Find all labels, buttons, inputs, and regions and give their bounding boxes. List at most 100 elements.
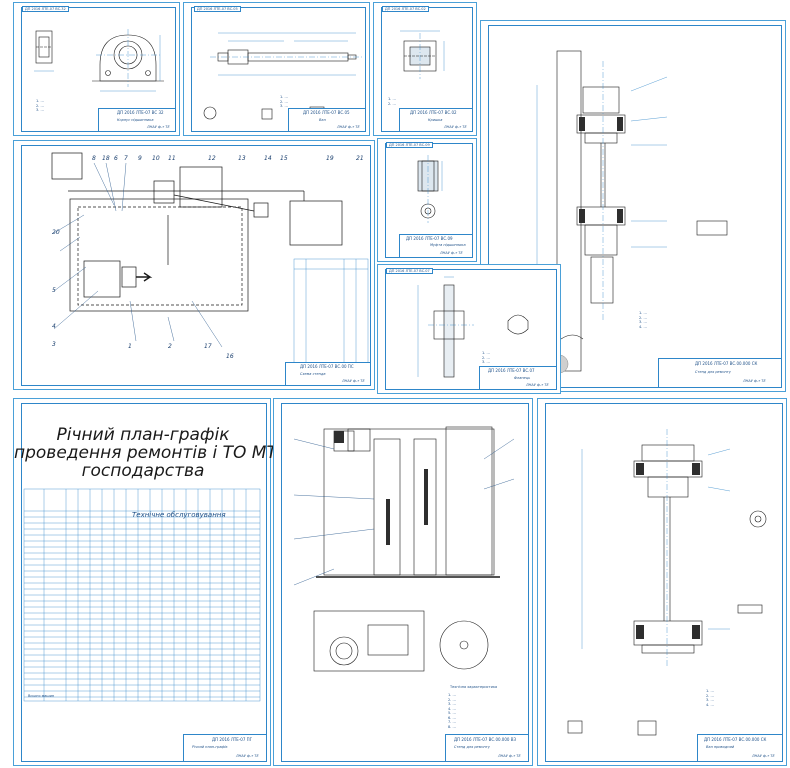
callout-number: 15 bbox=[280, 155, 288, 162]
callout-number: 9 bbox=[138, 155, 142, 162]
title-block-organization: ЛНАУ ф-т ТЕ bbox=[444, 125, 467, 129]
callout-number: 7 bbox=[124, 155, 128, 162]
technical-characteristics-title: Технічна характеристика bbox=[450, 685, 498, 689]
callout-number: 12 bbox=[208, 155, 216, 162]
title-block-organization: ЛНАУ ф-т ТЕ bbox=[440, 251, 463, 255]
callout-number: 11 bbox=[168, 155, 176, 162]
title-block-organization: ЛНАУ ф-т ТЕ bbox=[147, 125, 170, 129]
technical-characteristics: 1. ... 2. ... 3. ... 4. ... 5. ... 6. ..… bbox=[448, 693, 456, 729]
callout-number: 5 bbox=[52, 287, 56, 294]
callout-number: 13 bbox=[238, 155, 246, 162]
callout-number: 14 bbox=[264, 155, 272, 162]
callout-number: 2 bbox=[168, 343, 172, 350]
drawing-sheet-annual-schedule[interactable]: Річний план-графік проведення ремонтів і… bbox=[13, 398, 290, 766]
technical-notes: 1. ... 2. ... 3. ... bbox=[482, 351, 490, 364]
callout-number: 3 bbox=[52, 341, 56, 348]
technical-notes: 1. ... 2. ... bbox=[388, 97, 396, 106]
sheet-frame bbox=[488, 25, 782, 388]
callout-number: 20 bbox=[52, 229, 60, 236]
drive-shaft-drawing bbox=[567, 429, 767, 736]
schedule-title-line-3: господарства bbox=[81, 461, 205, 481]
stand-assembly-drawing bbox=[293, 426, 515, 672]
schedule-footer-row-label: Всього машин bbox=[28, 694, 55, 698]
drawing-sheet-drive-shaft[interactable]: 1. ... 2. ... 3. ... 4. ... ДП 2016 ЛТЕ-… bbox=[537, 398, 787, 766]
title-block-part-name: Муфта підшипника bbox=[430, 243, 466, 247]
callout-number: 6 bbox=[114, 155, 118, 162]
sheet-frame bbox=[21, 145, 371, 386]
title-block-doc-number: ДП 2016 ЛТЕ-07 ВС.09 bbox=[406, 236, 453, 241]
title-block-part-name: Фланець bbox=[514, 376, 531, 380]
title-block-part-name: Вал приводний bbox=[706, 745, 735, 749]
sheet-frame bbox=[545, 403, 783, 762]
cover-drawing bbox=[400, 30, 445, 79]
flange-drawing bbox=[417, 276, 529, 378]
sheet-frame bbox=[385, 269, 557, 390]
schedule-table-title: Технічне обслуговування bbox=[132, 511, 226, 519]
title-block-part-name: Схема стенда bbox=[300, 372, 326, 376]
callout-number: 8 bbox=[92, 155, 96, 162]
title-block-part-name: Вал bbox=[319, 118, 326, 122]
title-block-part-name: Стенд для ремонту bbox=[454, 745, 490, 749]
callout-number: 18 bbox=[102, 155, 110, 162]
title-block: ДП 2016 ЛТЕ-07 ВС.02 Кришка ЛНАУ ф-т ТЕ bbox=[399, 108, 473, 132]
title-block: ДП 2016 ЛТЕ-07 ВС.05 Вал ЛНАУ ф-т ТЕ bbox=[288, 108, 366, 132]
title-block-organization: ЛНАУ ф-т ТЕ bbox=[752, 754, 775, 758]
title-block-doc-number: ДП 2016 ЛТЕ-07 ВС.02 bbox=[410, 110, 457, 115]
technical-notes: 1. ... 2. ... 3. ... 4. ... bbox=[639, 311, 647, 329]
stand-schema-drawing bbox=[51, 152, 369, 376]
schedule-table-grid bbox=[23, 488, 261, 702]
drawing-sheet-stand-schema[interactable]: 8 18 6 7 9 10 11 12 13 14 15 19 21 20 5 … bbox=[13, 140, 375, 390]
title-block-doc-number: ДП 2016 ЛТЕ-07 ВС.07 bbox=[488, 368, 535, 373]
drawing-sheet-shaft[interactable]: ДП 2016 ЛТЕ-07 ВС.05 1. ... 2. ... 3. ..… bbox=[183, 2, 370, 136]
title-block-organization: ЛНАУ ф-т ТЕ bbox=[743, 379, 766, 383]
technical-notes: 1. ... 2. ... 3. ... bbox=[36, 99, 44, 112]
drawing-sheet-bearing-housing[interactable]: ДП 2016 ЛТЕ-07 ВС.32 1. ... 2. ... 3. ..… bbox=[13, 2, 180, 136]
callout-number: 4 bbox=[52, 323, 56, 330]
title-block-doc-number: ДП 2016 ЛТЕ-07 ВС.00 ПС bbox=[300, 364, 354, 369]
title-block-organization: ЛНАУ ф-т ТЕ bbox=[526, 383, 549, 387]
title-block-part-name: Корпус підшипника bbox=[117, 118, 154, 122]
bearing-housing-drawing bbox=[34, 29, 164, 92]
drawing-sheet-stand-assembly[interactable]: Технічна характеристика 1. ... 2. ... 3.… bbox=[273, 398, 533, 766]
title-block: ДП 2016 ЛТЕ-07 ВС.00 ПС Схема стенда ЛНА… bbox=[285, 362, 371, 386]
title-block-organization: ЛНАУ ф-т ТЕ bbox=[236, 754, 259, 758]
title-block-organization: ЛНАУ ф-т ТЕ bbox=[498, 754, 521, 758]
title-block-part-name: Стенд для ремонту bbox=[695, 370, 731, 374]
technical-notes: 1. ... 2. ... 3. ... bbox=[280, 95, 288, 108]
coupling-drawing bbox=[417, 155, 443, 223]
sheet-frame bbox=[281, 403, 529, 762]
title-block-part-name: Кришка bbox=[428, 118, 443, 122]
shaft-drawing bbox=[203, 32, 362, 120]
drawing-sheet-cover[interactable]: ДП 2016 ЛТЕ-07 ВС.02 1. ... 2. ... ДП 20… bbox=[373, 2, 477, 136]
sheet-frame bbox=[191, 7, 366, 132]
title-block-doc-number: ДП 2016 ЛТЕ-07 ВС.00.000 СК bbox=[704, 737, 767, 742]
title-block-doc-number: ДП 2016 ЛТЕ-07 ВС.05 bbox=[303, 110, 350, 115]
drawing-sheet-flange[interactable]: ДП 2016 ЛТЕ-07 ВС.07 1. ... 2. ... 3. ..… bbox=[377, 264, 561, 394]
title-block: ДП 2016 ЛТЕ-07 ПГ Річний план-графік ЛНА… bbox=[183, 734, 267, 762]
callout-number: 1 bbox=[128, 343, 132, 350]
sheet-code-tag: ДП 2016 ЛТЕ-07 ВС.07 bbox=[386, 268, 433, 274]
title-block-part-name: Річний план-графік bbox=[192, 745, 228, 749]
title-block: ДП 2016 ЛТЕ-07 ВС.00.000 СК Вал приводни… bbox=[697, 734, 783, 762]
title-block: ДП 2016 ЛТЕ-07 ВС 32 Корпус підшипника Л… bbox=[98, 108, 176, 132]
title-block: ДП 2016 ЛТЕ-07 ВС.00.000 СК Стенд для ре… bbox=[658, 358, 782, 388]
title-block-doc-number: ДП 2016 ЛТЕ-07 ПГ bbox=[212, 737, 253, 742]
schedule-title-line-1: Річний план-графік bbox=[56, 425, 230, 445]
title-block: ДП 2016 ЛТЕ-07 ВС.09 Муфта підшипника ЛН… bbox=[399, 234, 473, 258]
title-block: ДП 2016 ЛТЕ-07 ВС.07 Фланець ЛНАУ ф-т ТЕ bbox=[479, 366, 557, 390]
sheet-code-tag: ДП 2016 ЛТЕ-07 ВС.05 bbox=[194, 6, 241, 12]
callout-number: 10 bbox=[152, 155, 160, 162]
schedule-title-line-2: проведення ремонтів і ТО МТП bbox=[14, 443, 290, 463]
callout-number: 17 bbox=[204, 343, 212, 350]
drawing-sheet-bearing-coupling[interactable]: ДП 2016 ЛТЕ-07 ВС.09 ДП 2016 ЛТЕ-07 ВС.0… bbox=[377, 138, 477, 262]
callout-number: 16 bbox=[226, 353, 234, 360]
sheet-code-tag: ДП 2016 ЛТЕ-07 ВС.02 bbox=[382, 6, 429, 12]
callout-number: 21 bbox=[356, 155, 364, 162]
title-block-organization: ЛНАУ ф-т ТЕ bbox=[337, 125, 360, 129]
title-block: ДП 2016 ЛТЕ-07 ВС.00.000 ВЗ Стенд для ре… bbox=[445, 734, 529, 762]
technical-notes: 1. ... 2. ... 3. ... 4. ... bbox=[706, 689, 714, 707]
sheet-code-tag: ДП 2016 ЛТЕ-07 ВС.32 bbox=[22, 6, 69, 12]
title-block-doc-number: ДП 2016 ЛТЕ-07 ВС.00.000 ВЗ bbox=[454, 737, 517, 742]
title-block-doc-number: ДП 2016 ЛТЕ-07 ВС 32 bbox=[117, 110, 164, 115]
title-block-doc-number: ДП 2016 ЛТЕ-07 ВС.00.000 СК bbox=[695, 361, 758, 366]
